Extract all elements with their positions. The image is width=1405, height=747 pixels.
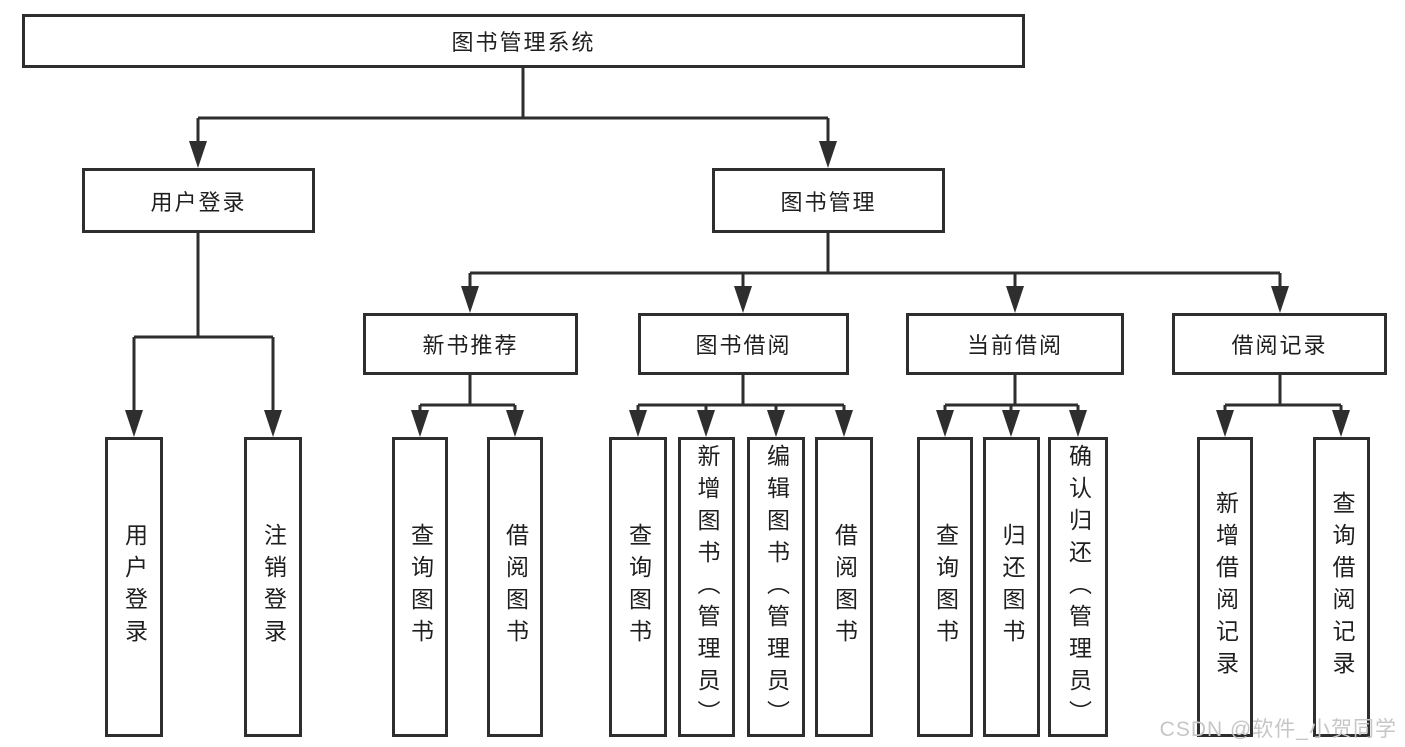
node-library-system: 图书管理系统 [22,14,1025,68]
leaf-borrow-books: 借阅图书 [815,437,873,737]
leaf-confirm-return-admin: 确认归还（管理员） [1048,437,1108,737]
leaf-query-books-recommend: 查询图书 [392,437,448,737]
watermark: CSDN @软件_小贺同学 [1159,718,1397,741]
leaf-query-borrow-record: 查询借阅记录 [1313,437,1370,737]
node-user-login: 用户登录 [82,168,315,233]
node-current-borrowing: 当前借阅 [906,313,1124,375]
leaf-return-books: 归还图书 [983,437,1040,737]
node-book-management: 图书管理 [712,168,945,233]
leaf-query-books-current: 查询图书 [917,437,973,737]
leaf-user-login: 用户登录 [105,437,163,737]
leaf-logout: 注销登录 [244,437,302,737]
node-book-borrowing: 图书借阅 [638,313,849,375]
node-new-book-recommendation: 新书推荐 [363,313,578,375]
leaf-query-books-borrowing: 查询图书 [609,437,667,737]
leaf-edit-books-admin: 编辑图书（管理员） [747,437,805,737]
leaf-add-books-admin: 新增图书（管理员） [678,437,735,737]
node-borrowing-records: 借阅记录 [1172,313,1387,375]
leaf-borrow-books-recommend: 借阅图书 [487,437,543,737]
leaf-add-borrow-record: 新增借阅记录 [1197,437,1253,737]
